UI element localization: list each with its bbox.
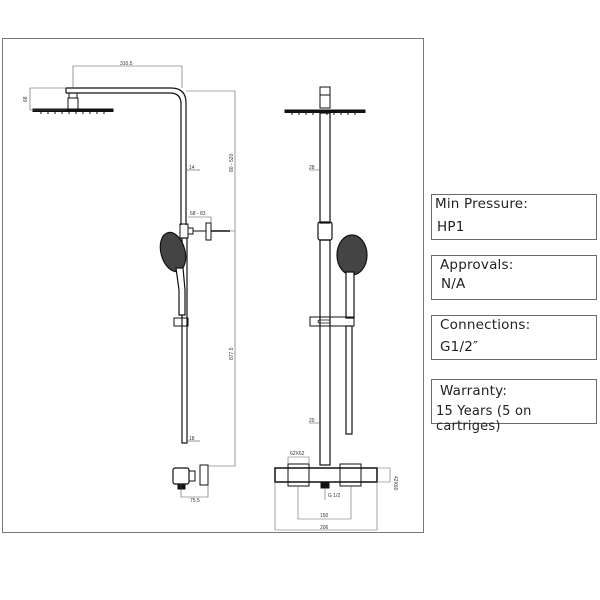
front-view bbox=[274, 86, 378, 489]
head-swivel bbox=[68, 92, 78, 99]
hand-shower-handle bbox=[175, 267, 186, 316]
head-joint bbox=[67, 97, 79, 110]
front-sleeve bbox=[317, 221, 333, 241]
front-head-swivel bbox=[319, 86, 331, 96]
dim-handle-size: 62X62 bbox=[290, 451, 305, 457]
front-dimensions bbox=[274, 169, 391, 531]
spec-value: 15 Years (5 on cartriges) bbox=[436, 404, 532, 434]
spec-value: G1/2″ bbox=[440, 339, 479, 355]
side-dimensions bbox=[29, 65, 236, 498]
dim-valve-body: 42X60 bbox=[392, 476, 398, 491]
sleeve bbox=[179, 223, 189, 239]
spec-value: HP1 bbox=[437, 219, 465, 235]
dim-height-range: 80 - 520 bbox=[229, 153, 235, 172]
front-hand-slider bbox=[309, 316, 355, 327]
valve-connector bbox=[188, 470, 196, 482]
spec-min-pressure: Min Pressure: HP1 bbox=[431, 194, 597, 240]
drawing-frame bbox=[2, 38, 424, 533]
wall-bracket bbox=[187, 222, 230, 241]
spec-label: Min Pressure: bbox=[435, 196, 529, 212]
front-hose bbox=[345, 325, 353, 435]
front-head-disc bbox=[284, 109, 366, 113]
spec-warranty: Warranty: 15 Years (5 on cartriges) bbox=[431, 379, 597, 434]
hand-slider bbox=[173, 317, 189, 327]
dim-valve-width: 206 bbox=[320, 525, 329, 531]
dim-lower-pipe: 18 bbox=[189, 436, 195, 442]
spec-label: Connections: bbox=[440, 317, 531, 333]
head-nozzles bbox=[40, 111, 105, 114]
dim-valve-offset: 75.5 bbox=[190, 498, 200, 504]
side-view bbox=[32, 87, 230, 490]
front-handle-right bbox=[339, 463, 362, 487]
front-upper-pipe bbox=[319, 112, 331, 224]
dim-front-upper-pipe: 28 bbox=[309, 165, 315, 171]
front-valve-outlet bbox=[320, 481, 330, 489]
front-rail bbox=[319, 239, 331, 466]
dim-wall-bracket: 68 - 83 bbox=[190, 211, 206, 217]
dim-arm-length: 310.5 bbox=[120, 61, 133, 67]
dim-head-height: 68 bbox=[23, 96, 29, 102]
shower-arm bbox=[65, 87, 187, 225]
dim-centres: 150 bbox=[320, 513, 329, 519]
front-head-joint bbox=[319, 94, 331, 109]
valve-body bbox=[172, 467, 190, 485]
spec-connections: Connections: G1/2″ bbox=[431, 315, 597, 360]
dim-front-lower-pipe: 20 bbox=[309, 418, 315, 424]
spec-value: N/A bbox=[441, 276, 466, 292]
valve-knob bbox=[199, 464, 209, 486]
front-hand-shower-head bbox=[336, 234, 368, 276]
spec-approvals: Approvals: N/A bbox=[431, 255, 597, 300]
spec-label: Approvals: bbox=[440, 257, 514, 273]
front-hand-shower-handle bbox=[345, 271, 355, 319]
rail bbox=[181, 237, 188, 444]
spec-label: Warranty: bbox=[440, 383, 508, 399]
dim-rail-length: 877.5 bbox=[229, 347, 235, 360]
valve-outlet bbox=[177, 483, 186, 490]
dim-upper-pipe: 14 bbox=[189, 165, 195, 171]
front-handle-left bbox=[287, 463, 310, 487]
hand-shower-head bbox=[159, 231, 187, 273]
dim-outlet: G 1/2 bbox=[328, 493, 340, 499]
front-slider-slot bbox=[317, 319, 331, 324]
front-valve-bar bbox=[274, 467, 378, 483]
